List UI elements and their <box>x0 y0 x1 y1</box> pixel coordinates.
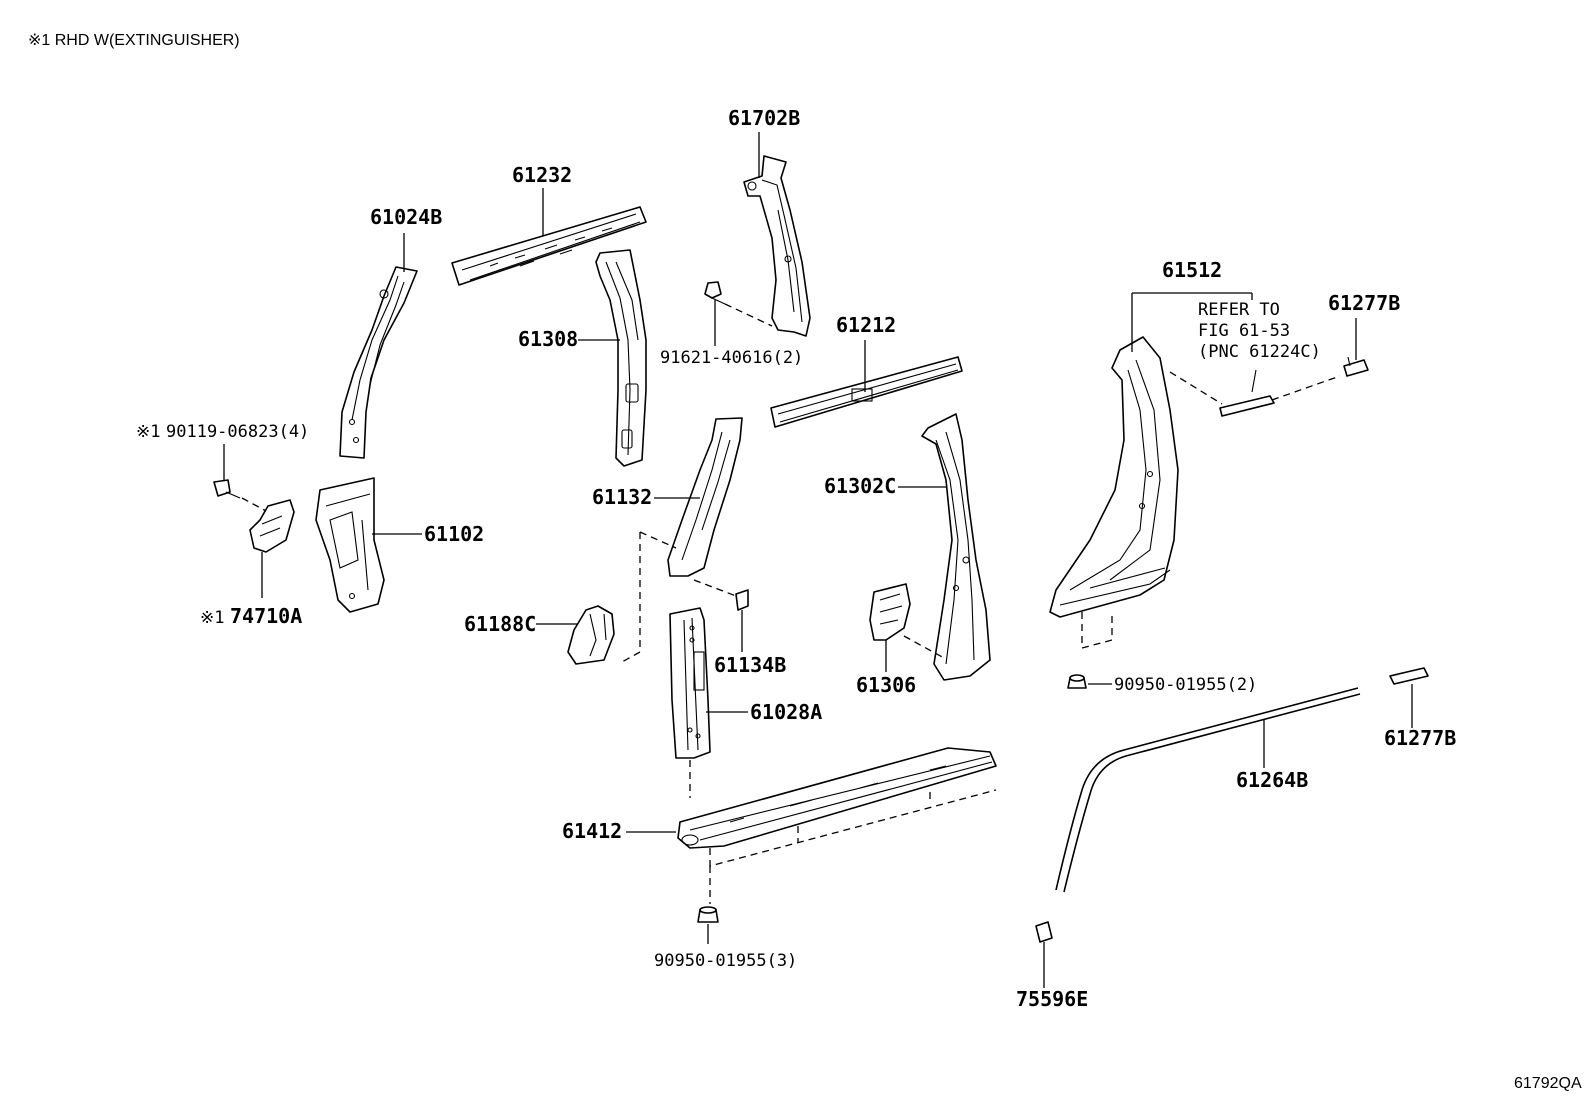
part-61232-rail[interactable] <box>451 206 647 286</box>
part-61188C-bracket[interactable] <box>567 605 615 665</box>
label-61028A[interactable]: 61028A <box>750 700 822 724</box>
label-61232[interactable]: 61232 <box>512 163 572 187</box>
label-61302C[interactable]: 61302C <box>824 474 896 498</box>
label-61102[interactable]: 61102 <box>424 522 484 546</box>
part-74710A-bracket[interactable] <box>249 499 295 553</box>
label-61132[interactable]: 61132 <box>592 485 652 509</box>
part-61302C-pillar[interactable] <box>921 413 991 681</box>
label-75596E[interactable]: 75596E <box>1016 987 1088 1011</box>
label-61277B-bottom[interactable]: 61277B <box>1384 726 1456 750</box>
dashed-90119 <box>241 497 269 513</box>
label-61512[interactable]: 61512 <box>1162 258 1222 282</box>
part-61212-rail[interactable] <box>770 356 963 428</box>
mark-90119: ※1 <box>136 422 160 442</box>
diagram-code: 61792QA <box>1514 1075 1582 1092</box>
label-61024B[interactable]: 61024B <box>370 205 442 229</box>
refer-line-1: REFER TO <box>1198 300 1280 320</box>
part-61134B-clip[interactable] <box>735 589 749 611</box>
part-61308-pillar[interactable] <box>595 249 647 467</box>
refer-line-2: FIG 61-53 <box>1198 321 1290 341</box>
label-61188C[interactable]: 61188C <box>464 612 536 636</box>
part-61512-quarter-panel[interactable] <box>1049 336 1179 618</box>
label-61702B[interactable]: 61702B <box>728 106 800 130</box>
part-75596E-clip[interactable] <box>1035 921 1053 943</box>
part-61412-rocker[interactable] <box>677 747 997 849</box>
label-61412[interactable]: 61412 <box>562 819 622 843</box>
refer-note: REFER TO FIG 61-53 (PNC 61224C) <box>1198 300 1321 362</box>
label-61277B-top[interactable]: 61277B <box>1328 291 1400 315</box>
part-90950-grommet-icon[interactable] <box>1067 674 1087 689</box>
label-61308[interactable]: 61308 <box>518 327 578 351</box>
part-61024B-pillar[interactable] <box>339 266 418 459</box>
part-61102-panel[interactable] <box>315 477 385 613</box>
mark-74710A: ※1 <box>200 608 224 628</box>
refer-line-3: (PNC 61224C) <box>1198 342 1321 362</box>
label-61134B[interactable]: 61134B <box>714 653 786 677</box>
dashed-90950-2 <box>1081 612 1113 649</box>
label-74710A[interactable]: 74710A <box>230 604 302 628</box>
dashed-61188C <box>621 531 677 663</box>
label-61306[interactable]: 61306 <box>856 673 916 697</box>
part-61277B-bottom[interactable] <box>1389 667 1429 685</box>
dashed-refer-left <box>1169 371 1223 405</box>
rhd-extinguisher-note: ※1 RHD W(EXTINGUISHER) <box>28 32 240 49</box>
dashed-61134B <box>693 579 737 597</box>
label-90950-01955-2[interactable]: 90950-01955(2) <box>1114 675 1257 695</box>
label-90119-06823[interactable]: 90119-06823(4) <box>166 422 309 442</box>
part-61277B-top[interactable] <box>1343 356 1369 377</box>
part-61264B-weatherstrip[interactable] <box>1055 687 1361 893</box>
dashed-61306 <box>903 635 945 659</box>
part-61028A-pillar[interactable] <box>669 607 711 759</box>
label-61264B[interactable]: 61264B <box>1236 768 1308 792</box>
part-61306-bracket[interactable] <box>869 583 911 641</box>
part-91621-bolt-icon[interactable] <box>704 281 726 305</box>
part-90119-bolt-icon[interactable] <box>213 479 241 499</box>
part-90950-grommet-3-icon[interactable] <box>697 906 719 923</box>
part-61132-pillar[interactable] <box>667 417 743 577</box>
label-91621-40616[interactable]: 91621-40616(2) <box>660 348 803 368</box>
dashed-91621 <box>724 303 773 327</box>
part-61224C-strip <box>1219 369 1275 417</box>
bracket-61512 <box>1131 292 1253 352</box>
dashed-refer-right <box>1271 375 1341 401</box>
label-61212[interactable]: 61212 <box>836 313 896 337</box>
label-90950-01955-3[interactable]: 90950-01955(3) <box>654 951 797 971</box>
part-61702B-bracket[interactable] <box>743 155 811 337</box>
